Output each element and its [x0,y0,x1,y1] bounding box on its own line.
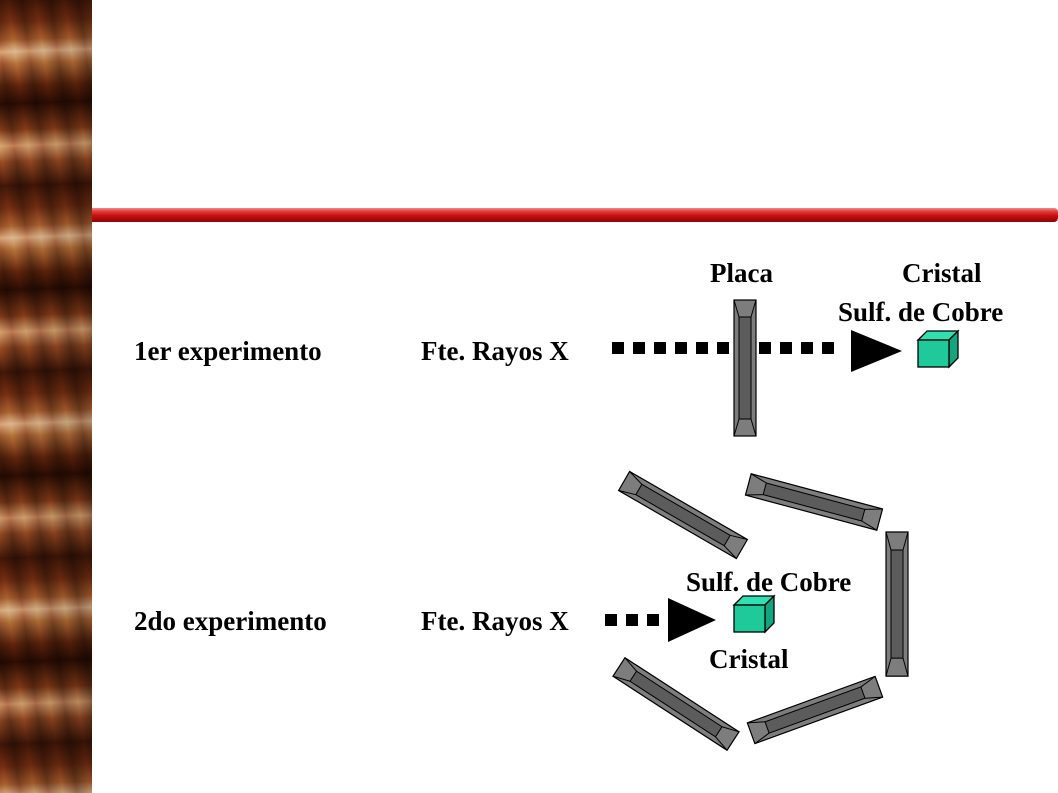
experiment2-beam-arrowhead [668,598,716,642]
experiment1-beam-arrowhead [851,330,902,372]
experiment2-plate-right [885,531,909,677]
experiment2-beam-dashes [605,614,659,626]
experiment2-source-label: Fte. Rayos X [421,606,569,636]
experiment2-plate-upper-left [618,470,748,560]
experiment1-crystal-label: Cristal [902,258,982,288]
wood-grain-sidebar [0,0,92,793]
experiment2-crystal-label: Cristal [709,644,789,674]
experiment1-beam-dashes [612,342,834,354]
experiment2-crystal-name: Sulf. de Cobre [686,567,852,597]
experiment1-crystal-cube [917,330,959,368]
experiment1-crystal-name: Sulf. de Cobre [838,297,1004,327]
experiment1-label: 1er experimento [134,336,322,366]
experiment1-plate-label: Placa [710,258,773,288]
experiment1-source-label: Fte. Rayos X [421,336,569,366]
experiment1-plate [733,299,757,437]
wood-grain-streaks [0,0,92,793]
experiment2-plate-upper-right [744,473,884,531]
experiment2-crystal-cube [733,595,775,633]
experiment2-plate-lower-left [612,657,740,751]
experiment2-label: 2do experimento [134,606,327,636]
experiment2-plate-lower-right [746,675,884,745]
title-divider-rule [92,208,1058,222]
